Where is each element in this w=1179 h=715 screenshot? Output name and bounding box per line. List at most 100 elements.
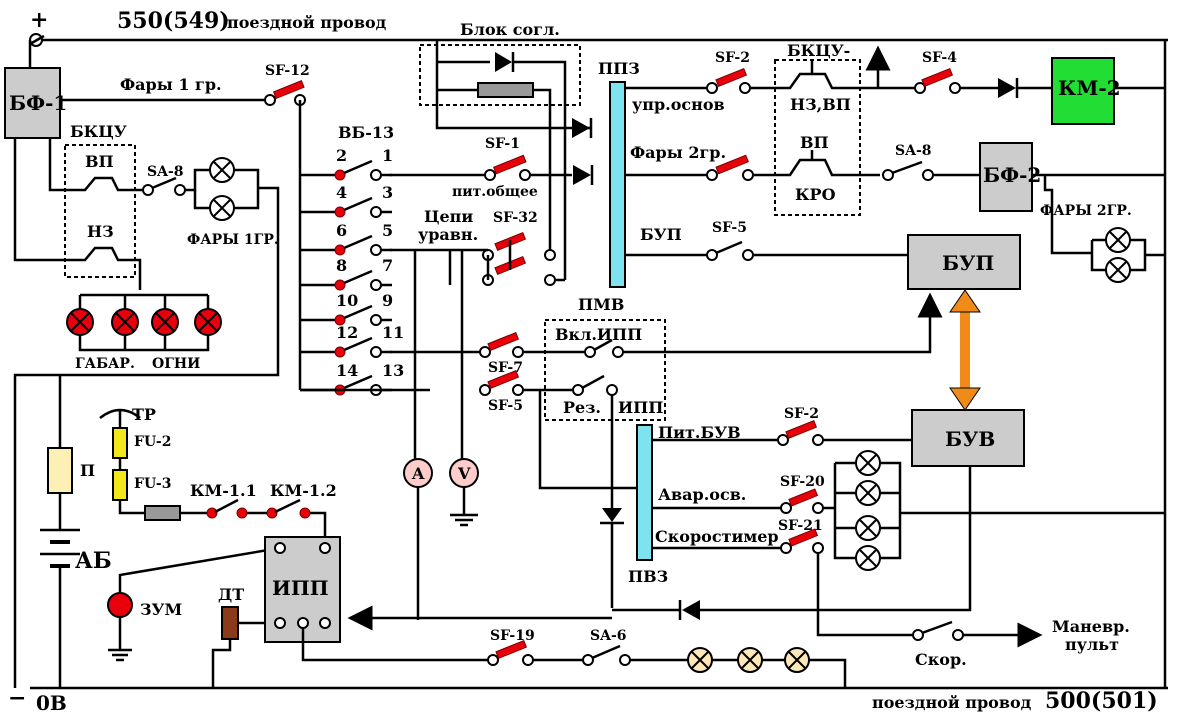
pvz-bus bbox=[636, 424, 653, 561]
blok-sogl-label: Блок согл. bbox=[460, 20, 560, 39]
vb13-label-even: 14 bbox=[336, 361, 358, 380]
fu2-label: FU-2 bbox=[134, 434, 171, 450]
bup-label: БУП bbox=[942, 251, 994, 275]
sf19-label: SF-19 bbox=[490, 628, 535, 644]
bup-block bbox=[907, 234, 1021, 290]
vb13-label-odd: 1 bbox=[382, 146, 393, 165]
sf21-breaker[interactable] bbox=[788, 528, 819, 547]
km11-contact-a bbox=[206, 507, 218, 519]
km2-block bbox=[1051, 57, 1115, 125]
indicator-lamps bbox=[687, 647, 810, 673]
sa8b-label: SA-8 bbox=[895, 143, 932, 159]
vb13-contact-right bbox=[370, 279, 382, 291]
sf32-label: SF-32 bbox=[493, 210, 538, 226]
fary2gr-label: ФАРЫ 2ГР. bbox=[1040, 203, 1132, 219]
ogni-label: ОГНИ bbox=[152, 356, 200, 372]
vp2-label: ВП bbox=[800, 133, 829, 152]
pmv-label: ПМВ bbox=[578, 295, 624, 314]
sf5b-breaker[interactable] bbox=[487, 369, 520, 389]
pit-obsh-label: пит.общее bbox=[452, 184, 538, 200]
fary1-label: Фары 1 гр. bbox=[120, 75, 222, 94]
ipp-label: ИПП bbox=[272, 576, 329, 600]
vb13-label-even: 12 bbox=[336, 323, 358, 342]
ppz-bus bbox=[609, 81, 626, 288]
resistor-sogl bbox=[477, 82, 534, 98]
vb13-contact-right bbox=[370, 206, 382, 218]
sf20-label: SF-20 bbox=[780, 474, 825, 490]
fu3-label: FU-3 bbox=[134, 476, 171, 492]
sf7-breaker[interactable] bbox=[487, 331, 520, 351]
dt-sensor bbox=[221, 606, 239, 640]
km12-label: КМ-1.2 bbox=[270, 481, 337, 500]
ammeter-label: A bbox=[411, 464, 425, 483]
buv-block bbox=[911, 409, 1025, 467]
sf20-breaker[interactable] bbox=[788, 488, 819, 507]
pit-buv-label: Пит.БУВ bbox=[658, 423, 741, 442]
sf5b-label: SF-5 bbox=[488, 398, 523, 414]
bottom-rail-number: 500(501) bbox=[1045, 688, 1158, 714]
sf2b-breaker[interactable] bbox=[785, 419, 818, 439]
fary2-label: Фары 2гр. bbox=[630, 143, 726, 162]
manevr-label: Маневр. bbox=[1052, 617, 1130, 636]
sf7-label: SF-7 bbox=[488, 360, 523, 376]
avar-lamps bbox=[855, 450, 881, 571]
sf1-label: SF-1 bbox=[485, 136, 520, 152]
bottom-rail-text: поездной провод bbox=[872, 693, 1032, 712]
vb13-label-odd: 3 bbox=[382, 183, 393, 202]
bup-buv-link bbox=[949, 289, 981, 411]
ppz-label: ППЗ bbox=[598, 59, 640, 78]
blok-sogl-box bbox=[419, 44, 581, 106]
sa6-label: SA-6 bbox=[590, 628, 627, 644]
gabarit-lamps bbox=[66, 308, 222, 336]
sf12-breaker[interactable] bbox=[272, 80, 305, 100]
buv-label: БУВ bbox=[945, 427, 995, 451]
battery-ab bbox=[40, 528, 80, 568]
vb13-label-even: 2 bbox=[336, 146, 347, 165]
tr-label: ТР bbox=[132, 405, 156, 424]
nz-left-label: НЗ bbox=[87, 222, 114, 241]
bkcu-right-label: БКЦУ- bbox=[787, 41, 850, 60]
fary1gr-label: ФАРЫ 1ГР. bbox=[187, 232, 279, 248]
zero-volt-label: 0В bbox=[36, 691, 67, 715]
upr-osnov-label: упр.основ bbox=[632, 95, 725, 114]
zum-buzzer bbox=[107, 592, 133, 618]
top-rail-text: поездной провод bbox=[227, 13, 387, 32]
top-rail-number: 550(549) bbox=[117, 8, 230, 34]
sf1-breaker[interactable] bbox=[493, 154, 527, 175]
p-label: П bbox=[80, 461, 95, 480]
ab-label: АБ bbox=[75, 548, 112, 574]
vb13-label-even: 10 bbox=[336, 291, 358, 310]
sf12-label: SF-12 bbox=[265, 63, 310, 79]
fary2-breaker[interactable] bbox=[715, 154, 749, 175]
vb13-label-odd: 7 bbox=[382, 256, 393, 275]
sf4-breaker[interactable] bbox=[921, 67, 954, 87]
gabar-label: ГАБАР. bbox=[75, 356, 135, 372]
vb13-label-even: 6 bbox=[336, 221, 347, 240]
vb13-label-odd: 11 bbox=[382, 323, 404, 342]
bf2-block bbox=[979, 142, 1033, 212]
vb13-contact-left bbox=[334, 206, 346, 218]
skor-label: Скор. bbox=[915, 650, 967, 669]
sa8-left-label: SA-8 bbox=[147, 164, 184, 180]
km12-contact-b bbox=[299, 507, 311, 519]
pult-label: пульт bbox=[1065, 635, 1119, 654]
sf2a-breaker[interactable] bbox=[715, 67, 748, 87]
sf4-label: SF-4 bbox=[922, 50, 957, 66]
vb13-label-even: 4 bbox=[336, 183, 347, 202]
sf19-breaker[interactable] bbox=[495, 639, 528, 659]
resistor-ab bbox=[144, 505, 181, 521]
sf5-label: SF-5 bbox=[712, 220, 747, 236]
vb13-label-odd: 13 bbox=[382, 361, 404, 380]
vb13-contact-right bbox=[370, 244, 382, 256]
kro-label: КРО bbox=[795, 185, 836, 204]
vb13-label: ВБ-13 bbox=[338, 123, 394, 142]
minus-sign: − bbox=[8, 685, 26, 711]
vb13-contact-left bbox=[334, 346, 346, 358]
vb13-label-even: 8 bbox=[336, 256, 347, 275]
pmv-ipp-label: ИПП bbox=[618, 398, 663, 417]
uravn-label: уравн. bbox=[418, 225, 478, 244]
vb13-contact-left bbox=[334, 314, 346, 326]
vkl-ipp-label: Вкл.ИПП bbox=[555, 325, 642, 344]
